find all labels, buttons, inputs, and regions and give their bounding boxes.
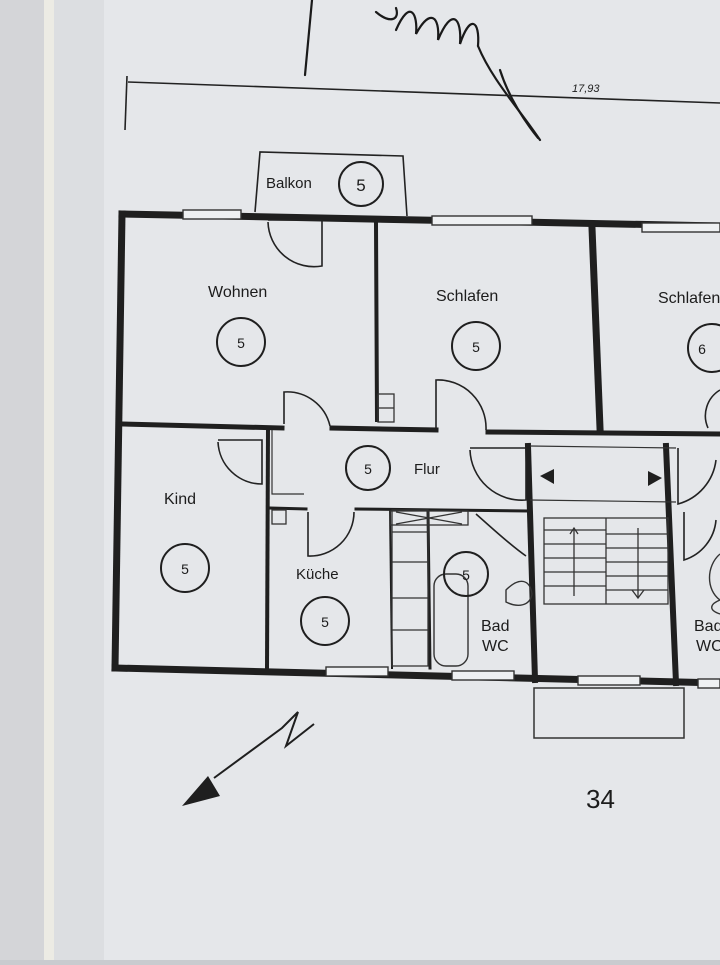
stair-arrow-right-icon [648, 471, 662, 486]
page-number: 34 [586, 784, 615, 814]
dimension-label: 17,93 [572, 83, 600, 95]
room-number-kind: 5 [181, 561, 189, 577]
windows [182, 209, 720, 689]
staircase [543, 517, 669, 605]
stair-arrow-left-icon [540, 469, 554, 484]
paper-stack-left [0, 0, 44, 960]
balcony-outline [254, 151, 408, 217]
room-label-kueche: Küche [296, 566, 339, 583]
room-number-flur: 5 [364, 461, 372, 477]
room-number-balkon: 5 [356, 176, 365, 195]
room-label-bad-2: Bad [694, 618, 720, 635]
paper-margin [54, 0, 104, 960]
room-label-wohnen: Wohnen [208, 284, 267, 301]
north-arrow-icon [182, 711, 315, 806]
signature [303, 0, 542, 142]
room-label-flur: Flur [414, 461, 440, 478]
bathroom-fixtures [433, 553, 720, 667]
room-label-wc-2: WC [696, 638, 720, 655]
room-label-bad: Bad [481, 618, 509, 635]
kitchen-fixtures [271, 393, 469, 667]
door-swings [217, 219, 720, 562]
room-number-bad: 5 [462, 567, 470, 583]
paper-edge [44, 0, 54, 960]
hallway-lines [271, 430, 677, 503]
room-label-kind: Kind [164, 491, 196, 508]
room-label-schlafen-2: Schlafen [658, 290, 720, 307]
room-number-circles [160, 161, 720, 646]
dimension-line [124, 75, 720, 131]
room-number-kueche: 5 [321, 614, 329, 630]
entrance-landing [533, 687, 685, 739]
room-label-wc: WC [482, 638, 509, 655]
room-number-wohnen: 5 [237, 335, 245, 351]
paper-sheet [104, 0, 720, 960]
room-number-schlafen-2: 6 [698, 341, 706, 357]
room-label-schlafen: Schlafen [436, 288, 498, 305]
room-number-schlafen: 5 [472, 339, 480, 355]
room-label-balkon: Balkon [266, 175, 312, 192]
